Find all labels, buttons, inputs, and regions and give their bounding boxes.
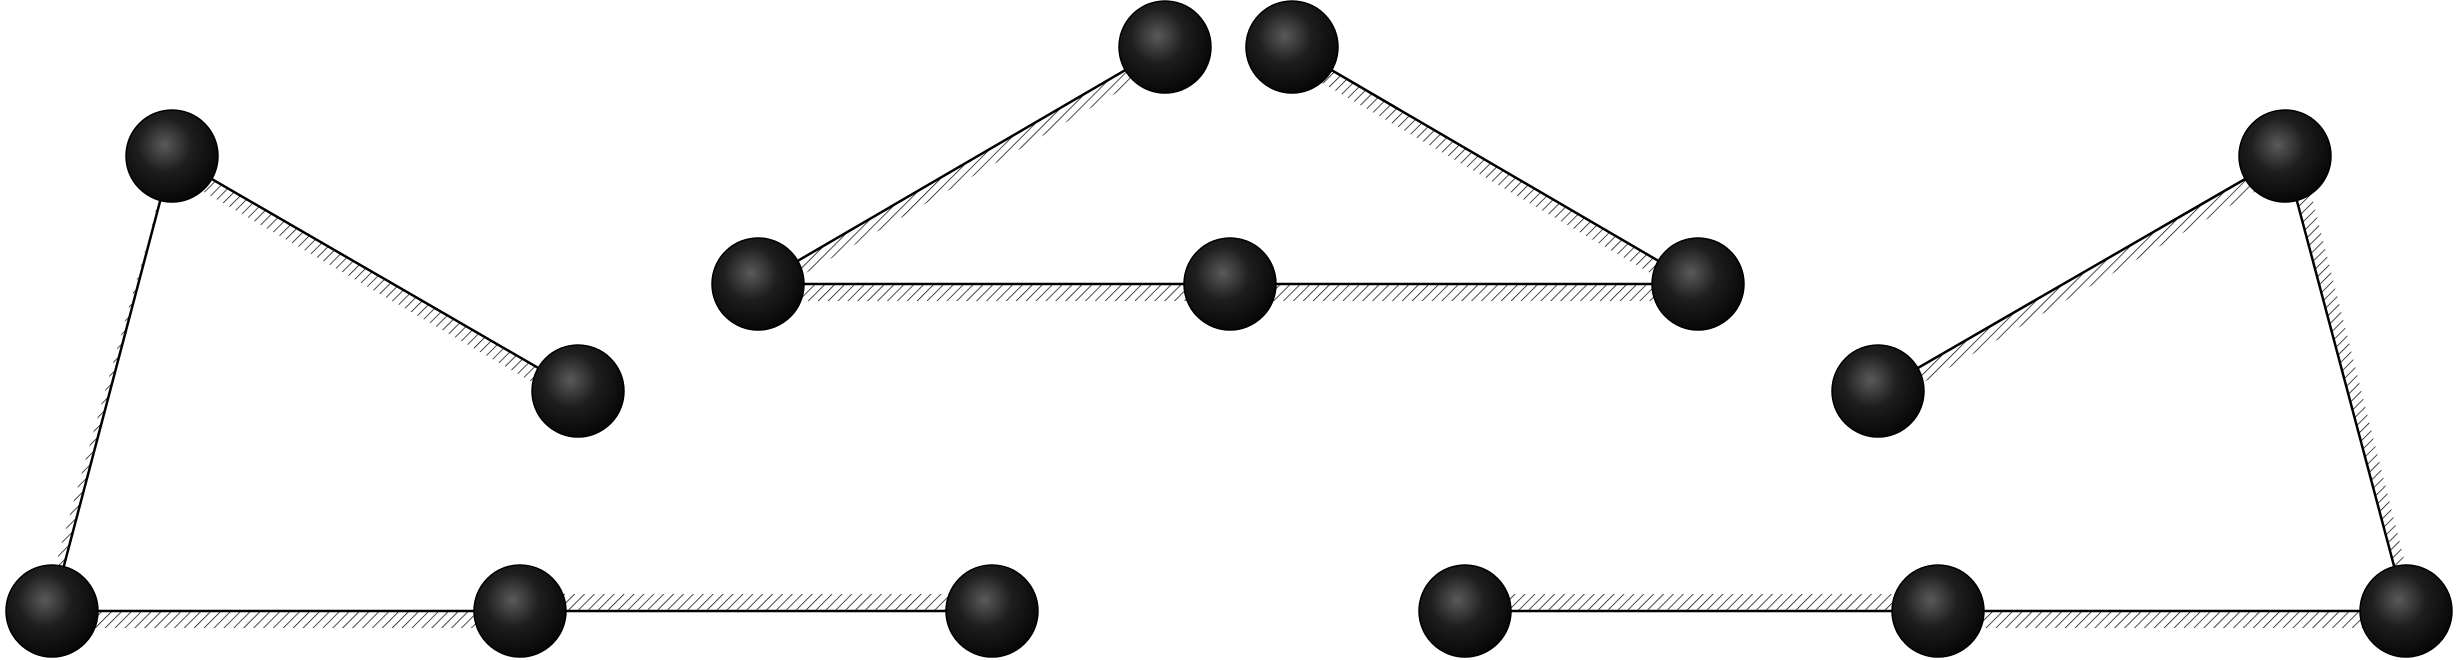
joint-ball [711,237,805,331]
joint-ball [945,564,1039,658]
joint-ball [1183,237,1277,331]
joint-ball [1118,0,1212,94]
joint-ball [2238,109,2332,203]
hatch-band [45,156,172,604]
left-linkage [5,109,1039,658]
hatch-band [166,156,578,404]
hatch-band [1878,156,2292,404]
joint-ball [473,564,567,658]
hatch-band [2285,154,2415,611]
joint-ball [125,109,219,203]
rod [170,154,580,393]
hatch-band [1230,284,1698,301]
hatch-band [520,594,992,611]
joint-ball [2359,564,2453,658]
hatch-band [1465,594,1938,611]
hatch-band [758,284,1230,301]
hatch-band [1286,47,1698,296]
rod [1876,154,2287,393]
joint-ball [1831,344,1925,438]
rod [50,154,174,613]
joint-ball [1245,0,1339,94]
rod [1290,45,1700,286]
hatch-band [52,611,520,628]
rod [2283,154,2408,613]
joint-ball [1651,237,1745,331]
rod [756,45,1167,286]
hatch-band [1938,611,2406,628]
joint-ball [531,344,625,438]
right-linkage [1418,109,2453,658]
joint-ball [1418,564,1512,658]
joint-ball [5,564,99,658]
hatch-band [758,47,1170,296]
center-linkage [711,0,1745,331]
joint-ball [1891,564,1985,658]
